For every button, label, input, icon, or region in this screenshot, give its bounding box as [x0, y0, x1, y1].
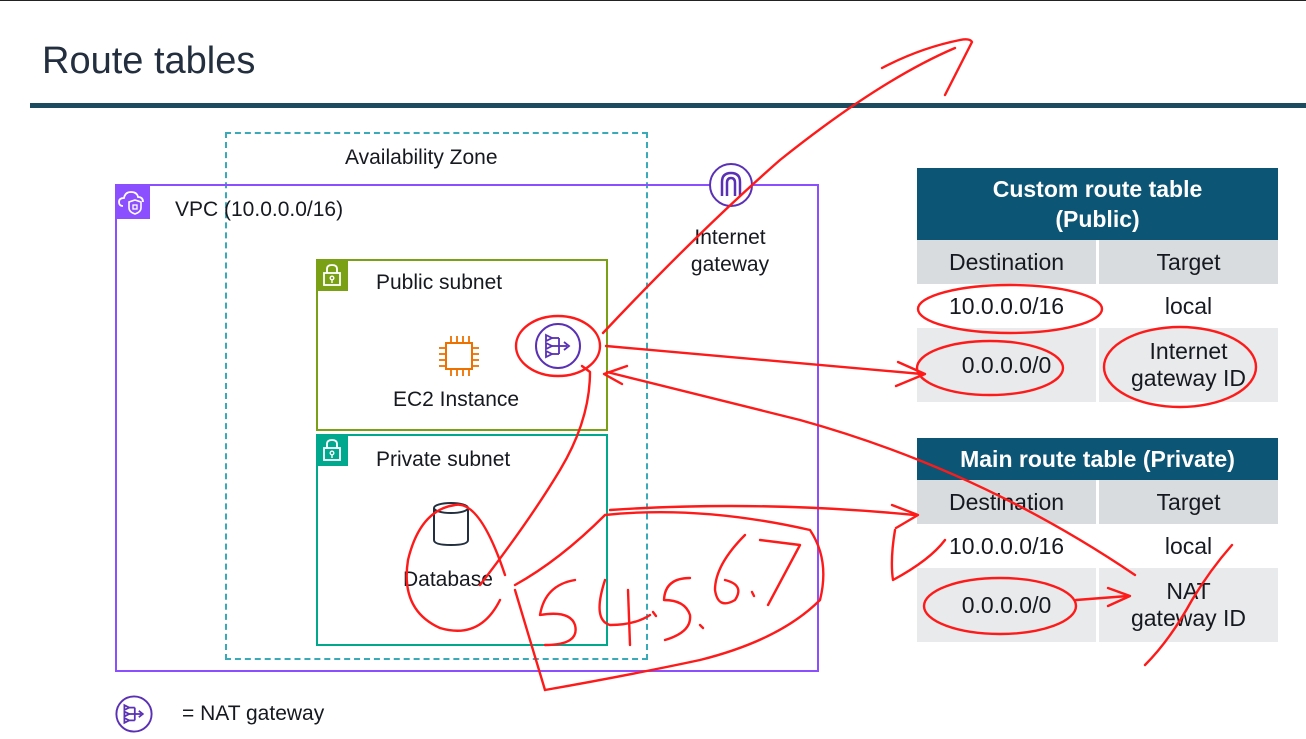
route-target-line1: NAT [1166, 578, 1211, 604]
public-table-title-line2: (Public) [1055, 206, 1140, 232]
ec2-chip-icon [436, 333, 482, 379]
route-target-line2: gateway ID [1130, 605, 1247, 631]
internet-gateway-icon [708, 162, 754, 208]
route-destination: 0.0.0.0/0 [917, 328, 1100, 402]
internet-gateway-label-line2: gateway [690, 253, 770, 276]
public-subnet-label: Public subnet [376, 271, 503, 294]
database-icon [431, 500, 471, 548]
public-table-header-target: Target [1097, 240, 1278, 284]
ink-arrowhead-top [880, 38, 974, 97]
vpc-icon [115, 184, 150, 219]
route-target-line1: Internet [1149, 338, 1228, 364]
slide-title: Route tables [42, 40, 256, 82]
lock-icon [316, 259, 348, 291]
table-row: 0.0.0.0/0 Internet gateway ID [917, 328, 1278, 402]
private-table-title: Main route table (Private) [917, 438, 1278, 480]
lock-icon [316, 434, 348, 466]
internet-gateway-label: Internet gateway [680, 224, 780, 278]
route-target: NAT gateway ID [1097, 568, 1278, 642]
ink-arrowhead-private [890, 503, 920, 530]
route-destination: 0.0.0.0/0 [917, 568, 1100, 642]
public-table-title: Custom route table (Public) [917, 168, 1278, 240]
ec2-instance-label: EC2 Instance [393, 388, 520, 411]
table-row: 0.0.0.0/0 NAT gateway ID [917, 568, 1278, 642]
vpc-label: VPC (10.0.0.0/16) [175, 198, 344, 221]
route-target: Internet gateway ID [1097, 328, 1278, 402]
route-target: local [1097, 524, 1278, 568]
public-route-table: Custom route table (Public) Destination … [917, 168, 1278, 402]
legend-label: = NAT gateway [182, 702, 325, 725]
route-destination: 10.0.0.0/16 [917, 284, 1100, 328]
private-route-table: Main route table (Private) Destination T… [917, 438, 1278, 642]
internet-gateway-label-line1: Internet [694, 226, 766, 249]
route-target-line2: gateway ID [1130, 365, 1247, 391]
public-table-header-destination: Destination [917, 240, 1100, 284]
private-subnet-label: Private subnet [376, 448, 511, 471]
private-table-header-target: Target [1097, 480, 1278, 524]
public-table-title-line1: Custom route table [992, 176, 1203, 202]
private-table-header-destination: Destination [917, 480, 1100, 524]
nat-gateway-legend-icon [114, 694, 154, 734]
database-label: Database [403, 568, 493, 591]
nat-gateway-icon [533, 321, 583, 371]
table-row: 10.0.0.0/16 local [917, 524, 1278, 568]
route-destination: 10.0.0.0/16 [917, 524, 1100, 568]
availability-zone-label: Availability Zone [345, 146, 498, 169]
title-rule [30, 103, 1306, 108]
top-border-line [0, 0, 1306, 1]
table-row: 10.0.0.0/16 local [917, 284, 1278, 328]
route-target: local [1097, 284, 1278, 328]
